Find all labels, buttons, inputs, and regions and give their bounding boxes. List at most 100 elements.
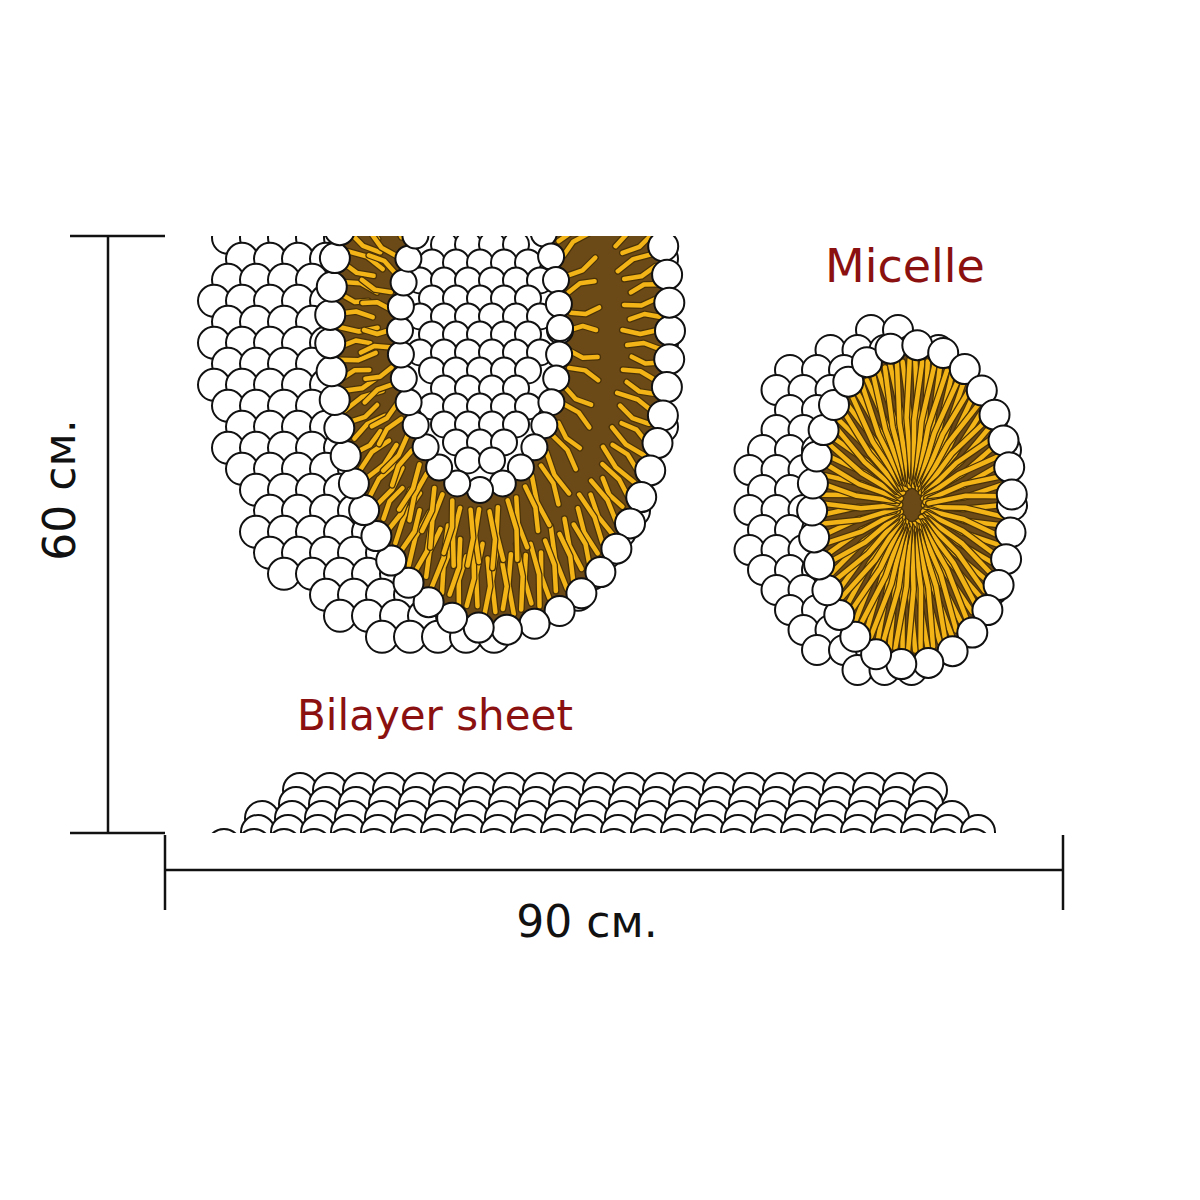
lipid-tail-outline [490,511,496,568]
lipid-tail [383,435,407,470]
lipid-tail [342,341,370,346]
structure-label: Bilayer sheet [297,692,573,740]
dimension-lines [70,236,1063,910]
lipid-tail [369,255,395,273]
lipid-tail-outline [541,466,558,505]
lipid-head [804,549,834,579]
lipid-tail-outline [362,280,391,292]
lipid-tail [568,281,594,292]
lipid-tail-outline [372,404,397,426]
lipid-head [357,829,391,833]
lipid-tail-outline [571,307,599,314]
lipid-tail-outline [399,464,419,509]
lipid-head [325,236,355,245]
lipid-head [957,829,991,833]
lipid-tail-outline [339,353,375,360]
dimension-label: 90 см. [516,897,657,948]
lipid-head [687,829,721,833]
lipid-tail-outline [362,302,390,309]
lipid-head [402,236,428,249]
lipid-tail [399,464,419,509]
lipid-tail [508,500,518,559]
lipid-head [464,613,494,643]
lipid-head [349,495,379,525]
lipid-head [395,246,421,272]
lipid-tail-outline [342,341,370,346]
lipid-head [897,829,931,833]
lipid-head [391,366,417,392]
lipid-head [989,426,1019,456]
structure-label: Micelle [825,240,985,293]
lipid-head [543,267,569,293]
lipid-tail [565,387,591,405]
lipid-tail-outline [508,500,518,559]
lipid-tail-outline [565,387,591,405]
lipid-tail-outline [630,314,660,319]
lipid-tail [365,384,395,403]
lipid-tail [468,510,474,566]
lipid-tail [569,368,598,380]
lipid-head [747,829,781,833]
lipid-head [507,829,541,833]
lipid-tail [361,346,389,353]
lipid-tail [571,307,599,314]
vesicle-cavity [400,236,560,490]
lipid-head [913,648,943,678]
lipid-head [546,342,572,368]
lipid-head [492,615,522,645]
lipid-tail [631,284,660,292]
lipid-tail-outline [929,496,1004,504]
lipid-head [648,236,678,261]
lipid-tail [630,314,660,319]
lipid-head [538,389,564,415]
lipid-head [798,469,828,499]
lipid-head [388,342,414,368]
lipid-tail-outline [365,384,395,403]
lipid-tail-outline [361,346,389,353]
dimension-tick [164,835,167,910]
lipid-head [267,829,301,833]
lipid-head [477,829,511,833]
lipid-tail [627,343,659,349]
lipid-tail [563,404,590,428]
micelle-core [812,345,1012,665]
dimension-line [165,869,1063,872]
lipid-head [996,518,1026,548]
lipid-tail-outline [624,266,655,279]
lipid-head [807,829,841,833]
lipid-tail [553,435,576,469]
lipid-head [799,522,829,552]
lipid-head [777,829,811,833]
lipid-tail-outline [631,284,660,292]
lipid-head [320,243,350,273]
lipid-head [207,829,241,833]
lipid-tail-outline [369,255,395,273]
lipid-tail-outline [563,236,588,256]
lipid-tail-outline [622,330,658,334]
lipid-head [315,300,345,330]
lipid-tail-outline [371,236,398,257]
lipid-tail-outline [563,404,590,428]
lipid-head [320,385,350,415]
lipid-head [538,244,564,270]
lipid-head [654,288,684,318]
lipid-head [994,452,1024,482]
vesicle-cavity [400,236,560,490]
lipid-tail [624,298,657,305]
lipid-tail [362,280,391,292]
lipid-tail [525,487,538,531]
lipid-head [717,829,751,833]
lipid-tail-outline [444,500,453,553]
lipid-head [657,829,691,833]
lipid-head [403,412,429,438]
lipid-tail [365,368,391,379]
lipid-tail-outline [497,507,504,560]
lipid-head [802,635,832,665]
lipid-tail [566,258,596,277]
lipid-tail-outline [568,281,594,292]
lipid-head [297,829,331,833]
lipid-head [543,366,569,392]
lipid-head [876,334,906,364]
lipid-head [652,260,682,290]
